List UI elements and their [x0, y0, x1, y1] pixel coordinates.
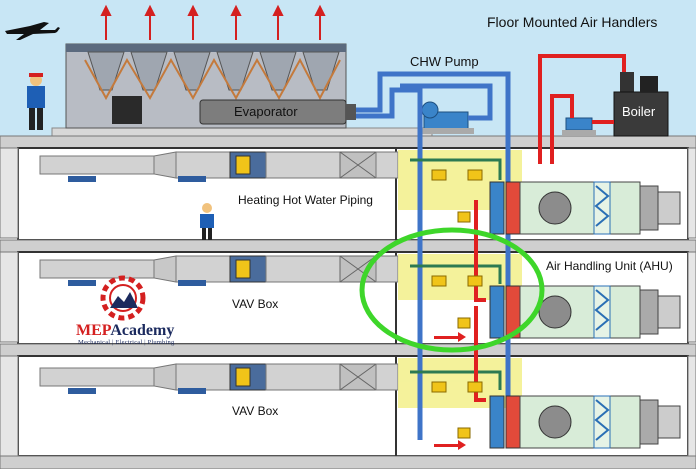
flow-arrows — [434, 332, 466, 450]
control-valves — [431, 169, 483, 439]
chiller-pad — [51, 127, 433, 137]
brand-name-prefix: MEP — [76, 322, 111, 339]
airplane-icon — [5, 22, 60, 40]
gear-logo-icon — [100, 275, 146, 321]
fan-icon — [538, 191, 572, 225]
worker-icon — [27, 73, 45, 130]
hhw-pump — [562, 117, 596, 136]
brand-name-suffix: Academy — [110, 322, 175, 339]
supply-duct-floor-3 — [39, 363, 399, 394]
fan-icon — [538, 405, 572, 439]
chw-pump-label: CHW Pump — [410, 54, 479, 69]
air-handling-unit-floor-3 — [489, 395, 681, 449]
vav-box-label-floor-2: VAV Box — [232, 297, 279, 311]
ahu-label: Air Handling Unit (AHU) — [546, 259, 673, 273]
chw-pump — [420, 101, 474, 134]
air-cooled-chiller — [65, 43, 356, 129]
vav-box-label-floor-3: VAV Box — [232, 404, 279, 418]
ground-slab — [0, 455, 696, 469]
brand-name: MEPAcademy — [76, 322, 174, 340]
diagram-title: Floor Mounted Air Handlers — [487, 14, 658, 30]
branch-piping — [410, 158, 502, 390]
air-handling-unit-floor-1 — [489, 181, 681, 235]
worker-icon — [200, 203, 214, 240]
compressor — [112, 96, 142, 124]
highlight-circle — [359, 227, 545, 353]
floor-slab-2 — [0, 239, 696, 253]
brand-tagline: Mechanical | Electrical | Plumbing — [78, 339, 175, 346]
boiler — [613, 72, 669, 137]
fan-icon — [538, 295, 572, 329]
boiler-label: Boiler — [622, 104, 656, 119]
supply-duct-floor-1 — [39, 151, 399, 182]
evaporator-label: Evaporator — [234, 104, 298, 119]
hot-water-piping — [474, 54, 626, 402]
supply-duct-floor-2 — [39, 255, 399, 286]
heating-hot-water-piping-label: Heating Hot Water Piping — [238, 193, 373, 207]
roof-slab — [0, 135, 696, 149]
heat-exhaust-arrows — [100, 4, 326, 40]
